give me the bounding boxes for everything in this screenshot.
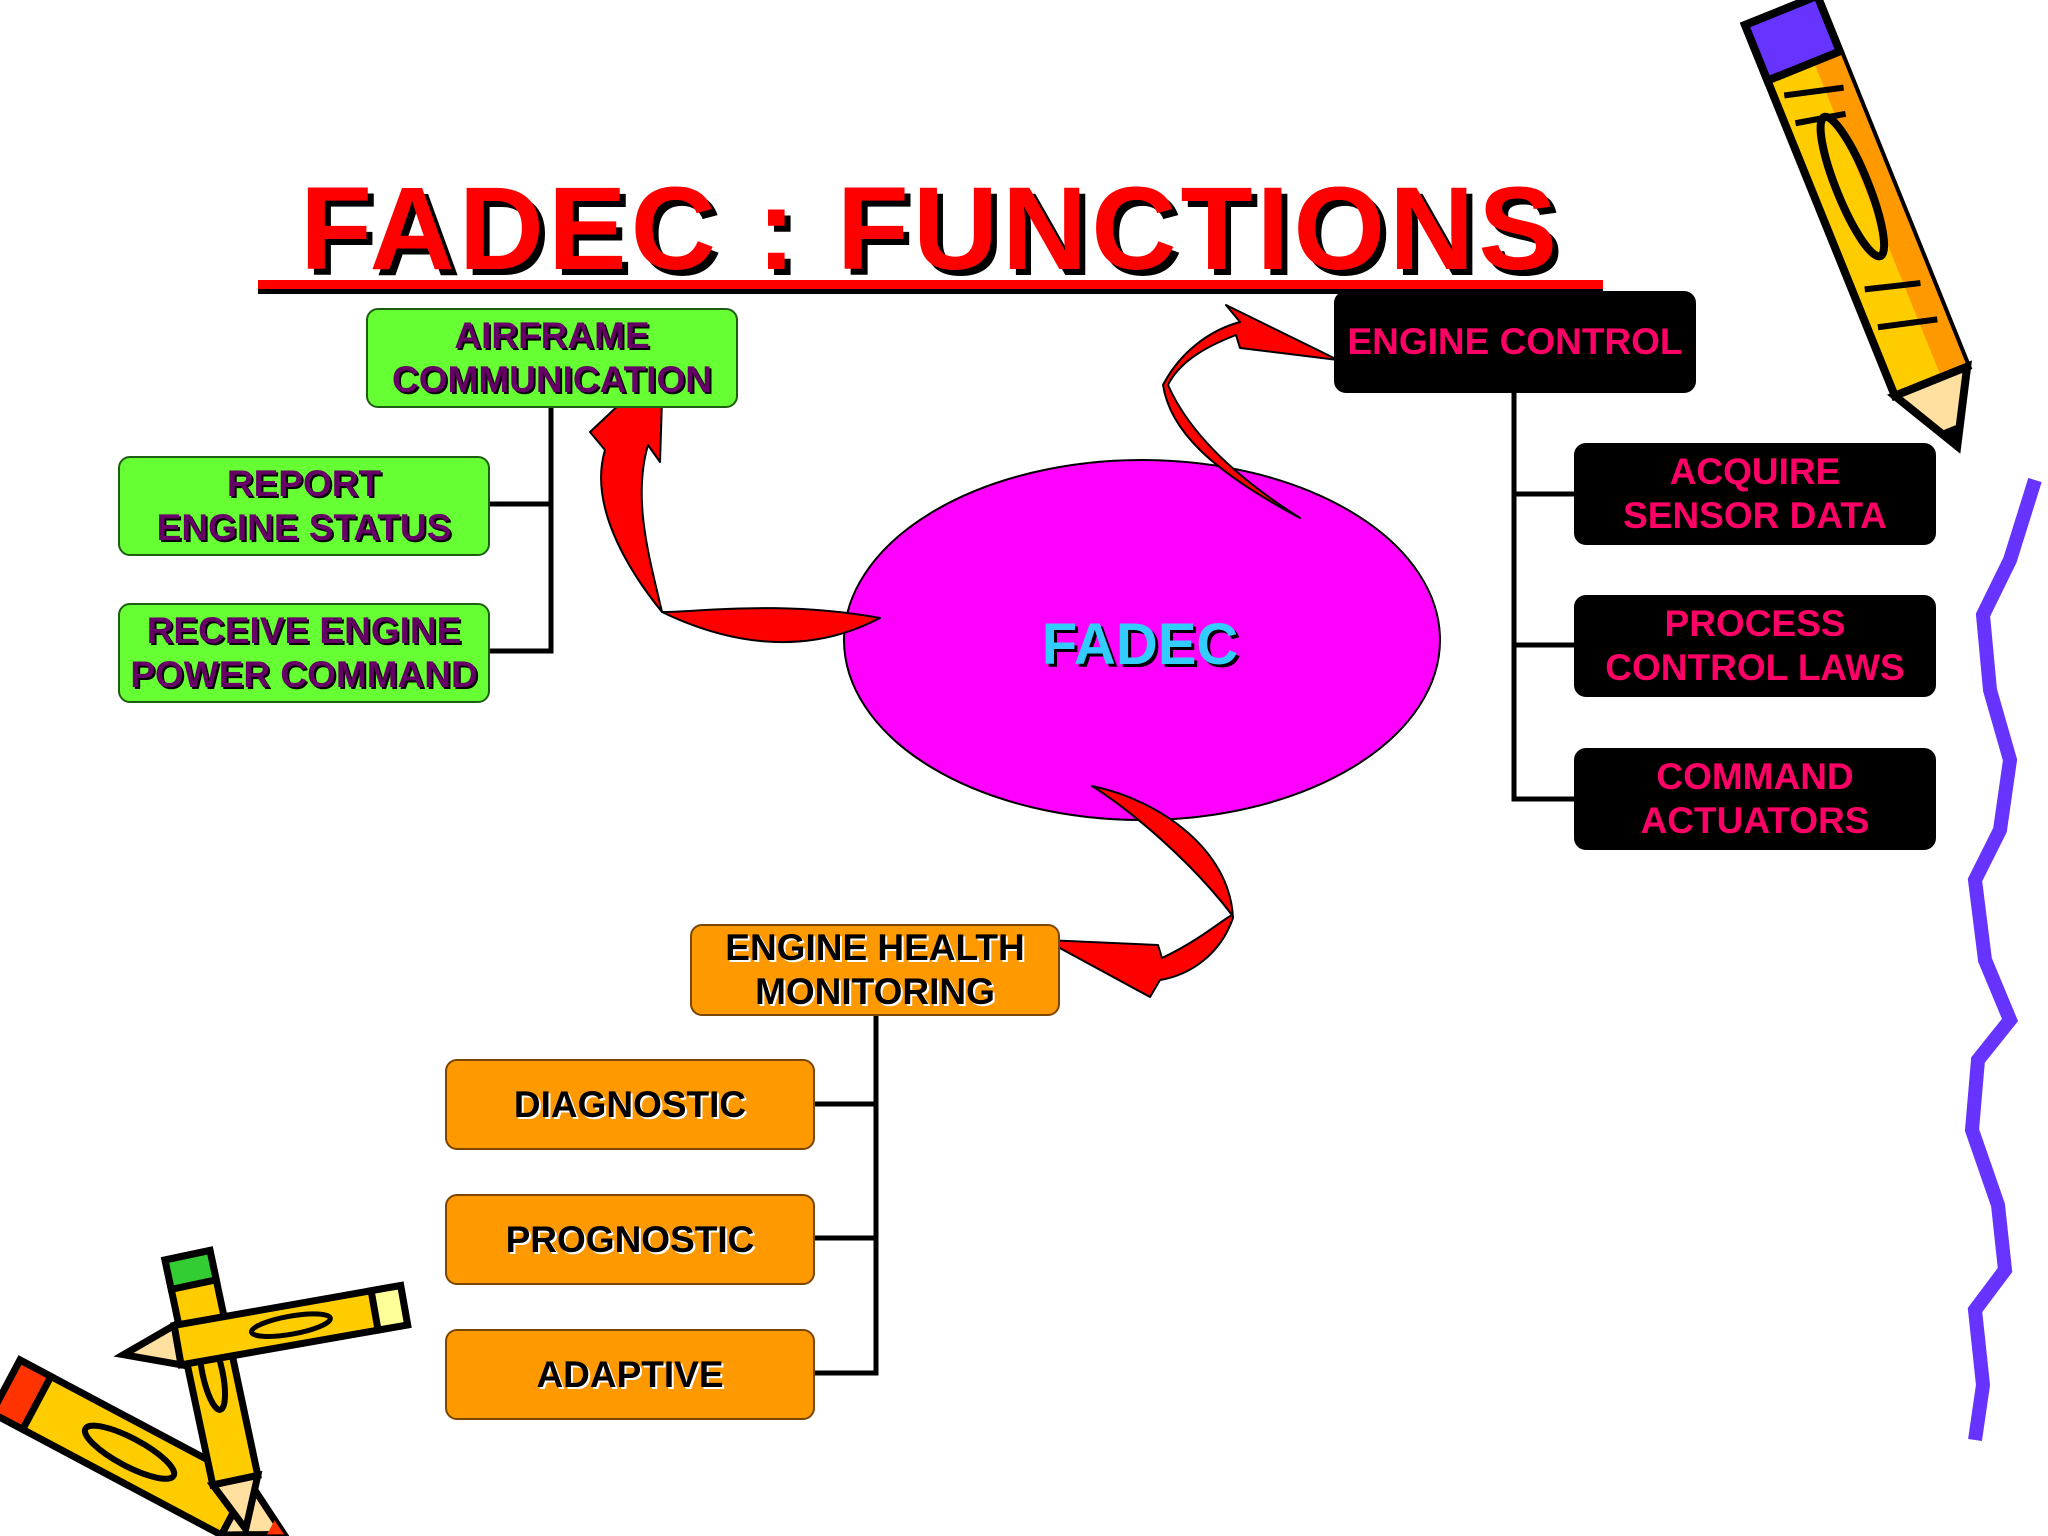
arrow-to-control bbox=[1162, 304, 1339, 519]
title-underline bbox=[258, 280, 1603, 294]
pencil-icon bbox=[1739, 0, 1973, 454]
acquire-sensor-data-line-1: ACQUIRE bbox=[1669, 451, 1841, 492]
adaptive-box: ADAPTIVE bbox=[445, 1329, 815, 1420]
diagnostic-box: DIAGNOSTIC bbox=[445, 1059, 815, 1150]
crayon-icon bbox=[113, 1281, 412, 1370]
process-control-laws-line-2: CONTROL LAWS bbox=[1605, 647, 1905, 688]
engine-control-heading: ENGINE CONTROL bbox=[1347, 321, 1683, 362]
page-title: FADEC : FUNCTIONS bbox=[299, 163, 1562, 295]
health-heading-line-1: ENGINE HEALTH bbox=[725, 927, 1025, 968]
report-engine-status-line-2: ENGINE STATUS bbox=[156, 507, 452, 548]
receive-power-command-line-1: RECEIVE ENGINE bbox=[146, 610, 462, 651]
health-heading-line-2: MONITORING bbox=[755, 971, 995, 1012]
arrow-to-health bbox=[1044, 785, 1234, 998]
fadec-label: FADEC bbox=[1041, 612, 1239, 677]
report-engine-status-line-1: REPORT bbox=[226, 463, 382, 504]
airframe-heading-line-2: COMMUNICATION bbox=[392, 359, 712, 400]
receive-engine-power-command-box: RECEIVE ENGINE POWER COMMAND bbox=[118, 603, 490, 703]
process-control-laws-line-1: PROCESS bbox=[1664, 603, 1846, 644]
arrow-to-airframe bbox=[589, 399, 881, 644]
adaptive-label: ADAPTIVE bbox=[536, 1353, 724, 1395]
airframe-communication-box: AIRFRAME COMMUNICATION bbox=[366, 308, 738, 408]
prognostic-box: PROGNOSTIC bbox=[445, 1194, 815, 1285]
process-control-laws-box: PROCESS CONTROL LAWS bbox=[1574, 595, 1936, 697]
command-actuators-box: COMMAND ACTUATORS bbox=[1574, 748, 1936, 850]
engine-control-box: ENGINE CONTROL bbox=[1334, 291, 1696, 393]
acquire-sensor-data-line-2: SENSOR DATA bbox=[1623, 495, 1887, 536]
engine-health-monitoring-box: ENGINE HEALTH MONITORING bbox=[690, 924, 1060, 1016]
report-engine-status-box: REPORT ENGINE STATUS bbox=[118, 456, 490, 556]
airframe-heading-line-1: AIRFRAME bbox=[454, 315, 650, 356]
acquire-sensor-data-box: ACQUIRE SENSOR DATA bbox=[1574, 443, 1936, 545]
squiggle-line bbox=[1964, 477, 2042, 1442]
command-actuators-line-1: COMMAND bbox=[1656, 756, 1854, 797]
diagnostic-label: DIAGNOSTIC bbox=[513, 1083, 747, 1125]
receive-power-command-line-2: POWER COMMAND bbox=[130, 654, 478, 695]
control-connectors bbox=[1511, 392, 1575, 802]
prognostic-label: PROGNOSTIC bbox=[505, 1218, 755, 1260]
command-actuators-line-2: ACTUATORS bbox=[1640, 800, 1870, 841]
health-connectors bbox=[814, 1015, 879, 1376]
airframe-connectors bbox=[488, 407, 554, 654]
crayon-icon bbox=[160, 1246, 263, 1536]
